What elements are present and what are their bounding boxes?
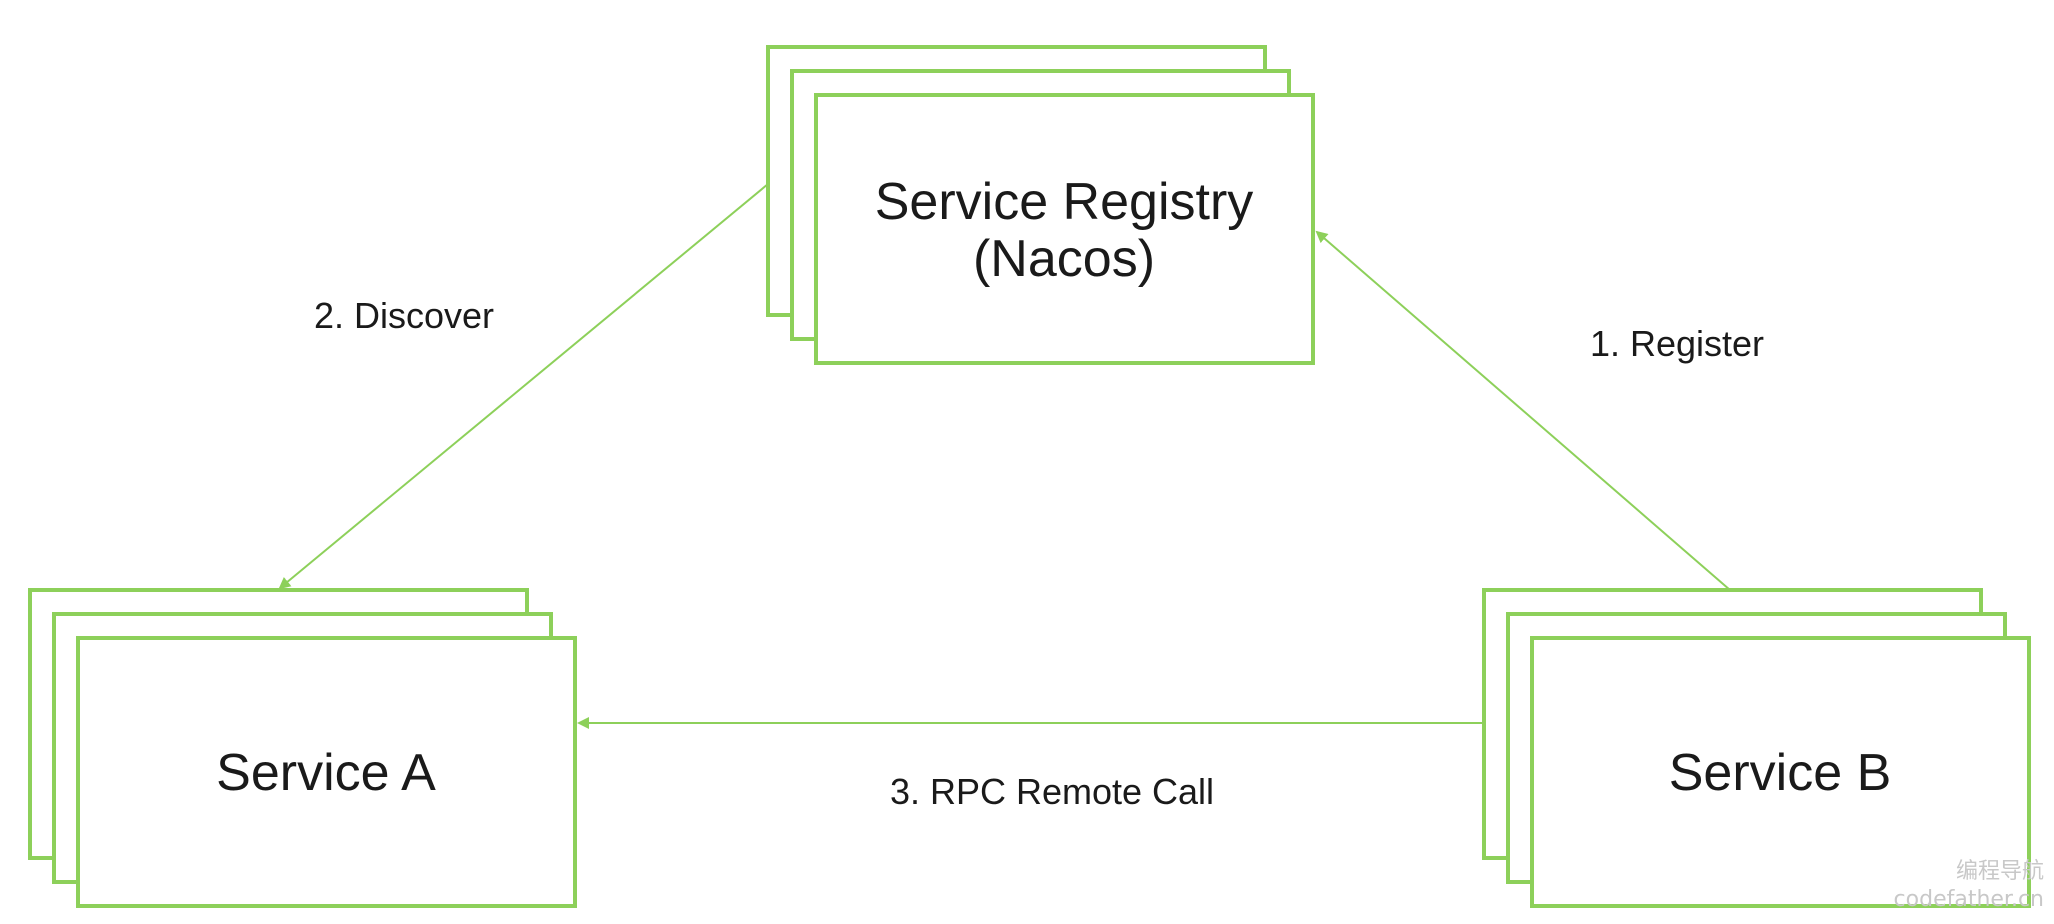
registry-stack-front (814, 93, 1315, 365)
registry-title: Service Registry (875, 173, 1254, 231)
watermark-title: 编程导航 (1956, 859, 2044, 884)
service-b-node: Service B (1482, 588, 2031, 908)
service-a-label: Service A (216, 744, 436, 802)
discover-arrow (278, 183, 769, 590)
registry-subtitle: (Nacos) (973, 230, 1155, 288)
service-a-node: Service A (28, 588, 577, 908)
rpc-call-label: 3. RPC Remote Call (890, 771, 1214, 812)
service-b-label: Service B (1669, 744, 1892, 802)
service-registry-node: Service Registry (Nacos) (766, 45, 1315, 365)
register-label: 1. Register (1590, 323, 1764, 364)
watermark-url: codefather.cn (1894, 887, 2044, 912)
service-b-stack-front (1530, 636, 2031, 908)
discover-label: 2. Discover (314, 295, 494, 336)
register-arrow (1315, 230, 1731, 591)
service-a-stack-front (76, 636, 577, 908)
